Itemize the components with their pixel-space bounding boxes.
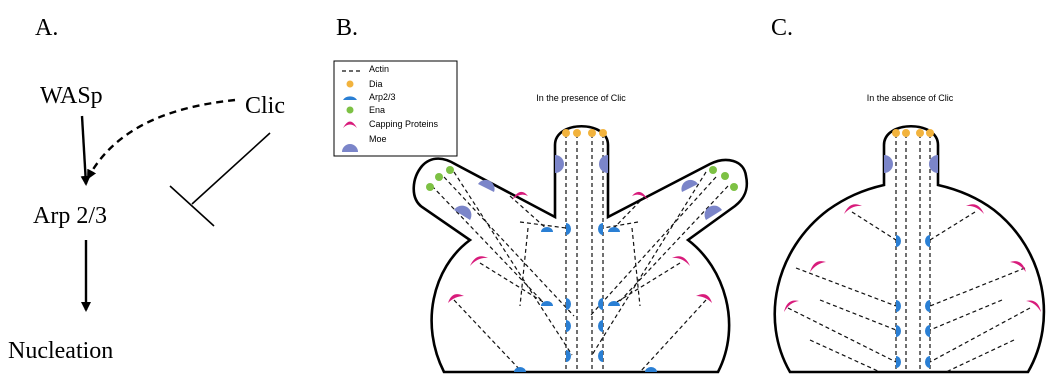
cell-outline-with-clic — [412, 125, 749, 374]
actin-filaments-with-clic — [431, 134, 729, 373]
wasp-to-arp-arrow — [80, 115, 91, 186]
moe-semicircle-icon — [342, 144, 358, 152]
legend-label-ena: Ena — [369, 105, 385, 115]
node-arp: Arp 2/3 — [33, 203, 107, 229]
panel-b-title: In the presence of Clic — [536, 93, 626, 103]
legend-box — [333, 60, 458, 157]
clic-to-arp-dashed-arrow — [86, 98, 236, 180]
actin-filaments-without-clic — [787, 134, 1031, 373]
panel-c-title: In the absence of Clic — [867, 93, 954, 103]
orange-dot-icon — [346, 80, 354, 88]
panel-a: A. WASp Clic Arp 2/3 Nucleation — [8, 15, 285, 364]
arp23-proteins-without-clic — [896, 235, 930, 368]
panel-b-label: B. — [336, 15, 358, 41]
moe-proteins-without-clic — [884, 155, 938, 173]
cell-outline-without-clic — [773, 125, 1046, 374]
legend-label-dia: Dia — [369, 79, 383, 89]
legend-label-arp: Arp2/3 — [369, 92, 396, 102]
panel-c-label: C. — [771, 15, 793, 41]
clic-inhibits-arp-inhibition-arrow — [169, 132, 271, 227]
capping-proteins-without-clic — [784, 204, 1041, 312]
capping-proteins-with-clic — [448, 191, 712, 303]
blue-wedge-icon — [343, 96, 357, 100]
legend: Actin Dia Arp2/3 Ena Capping Proteins Mo… — [333, 60, 458, 157]
magenta-arc-icon — [343, 121, 357, 128]
panel-a-label: A. — [35, 15, 58, 41]
node-wasp: WASp — [40, 83, 103, 109]
panel-c: C. In the absence of Clic — [771, 15, 1046, 374]
legend-label-capping-proteins: Capping Proteins — [369, 119, 439, 129]
dia-proteins-with-clic — [562, 129, 607, 137]
panel-b: B. In the presence of Clic Actin Dia Arp… — [333, 15, 749, 374]
legend-label-actin: Actin — [369, 64, 389, 74]
ena-proteins — [426, 166, 738, 191]
moe-proteins-with-clic — [454, 155, 722, 220]
legend-label-moe: Moe — [369, 134, 387, 144]
dia-proteins-without-clic — [892, 129, 934, 137]
node-clic: Clic — [245, 93, 285, 119]
green-dot-icon — [346, 106, 354, 114]
node-nucleation: Nucleation — [8, 338, 113, 364]
arp23-proteins-with-clic — [514, 223, 657, 372]
